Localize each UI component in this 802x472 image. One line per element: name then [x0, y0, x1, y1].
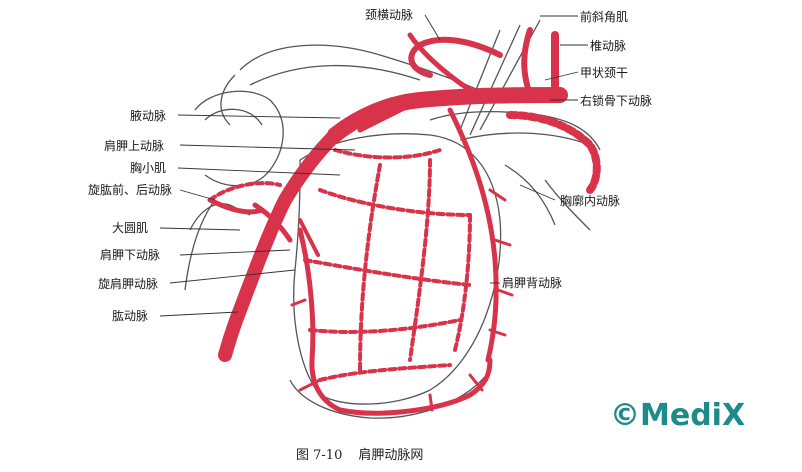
label-dorsal-scapular: 肩胛背动脉 — [502, 276, 563, 290]
label-vertebral: 椎动脉 — [590, 39, 627, 53]
watermark: ©MediX — [610, 398, 746, 433]
figure-number: 图 7-10 — [296, 448, 343, 463]
arteries-dashed — [208, 111, 601, 382]
label-subclavian-right: 右锁骨下动脉 — [580, 94, 653, 108]
label-teres-major: 大圆肌 — [112, 221, 149, 235]
label-brachial: 肱动脉 — [112, 309, 149, 323]
bone-outlines — [184, 19, 601, 419]
label-internal-thoracic: 胸廓内动脉 — [560, 194, 621, 208]
label-scalenus-anterior: 前斜角肌 — [580, 10, 629, 24]
label-thyrocervical: 甲状颈干 — [580, 66, 629, 80]
label-suprascapular: 肩胛上动脉 — [104, 139, 165, 153]
figure-title: 肩胛动脉网 — [358, 448, 424, 463]
leader-lines — [159, 14, 588, 317]
arteries-solid — [207, 27, 568, 416]
label-transverse-cervical: 颈横动脉 — [365, 8, 414, 22]
label-circumflex-humeral: 旋肱前、后动脉 — [88, 183, 173, 197]
label-circumflex-scapular: 旋肩胛动脉 — [98, 277, 159, 291]
label-axillary: 腋动脉 — [130, 109, 167, 123]
label-subscapular: 肩胛下动脉 — [100, 248, 161, 262]
figure-caption: 图 7-10 肩胛动脉网 — [296, 444, 439, 463]
label-pectoralis-minor: 胸小肌 — [130, 161, 167, 175]
